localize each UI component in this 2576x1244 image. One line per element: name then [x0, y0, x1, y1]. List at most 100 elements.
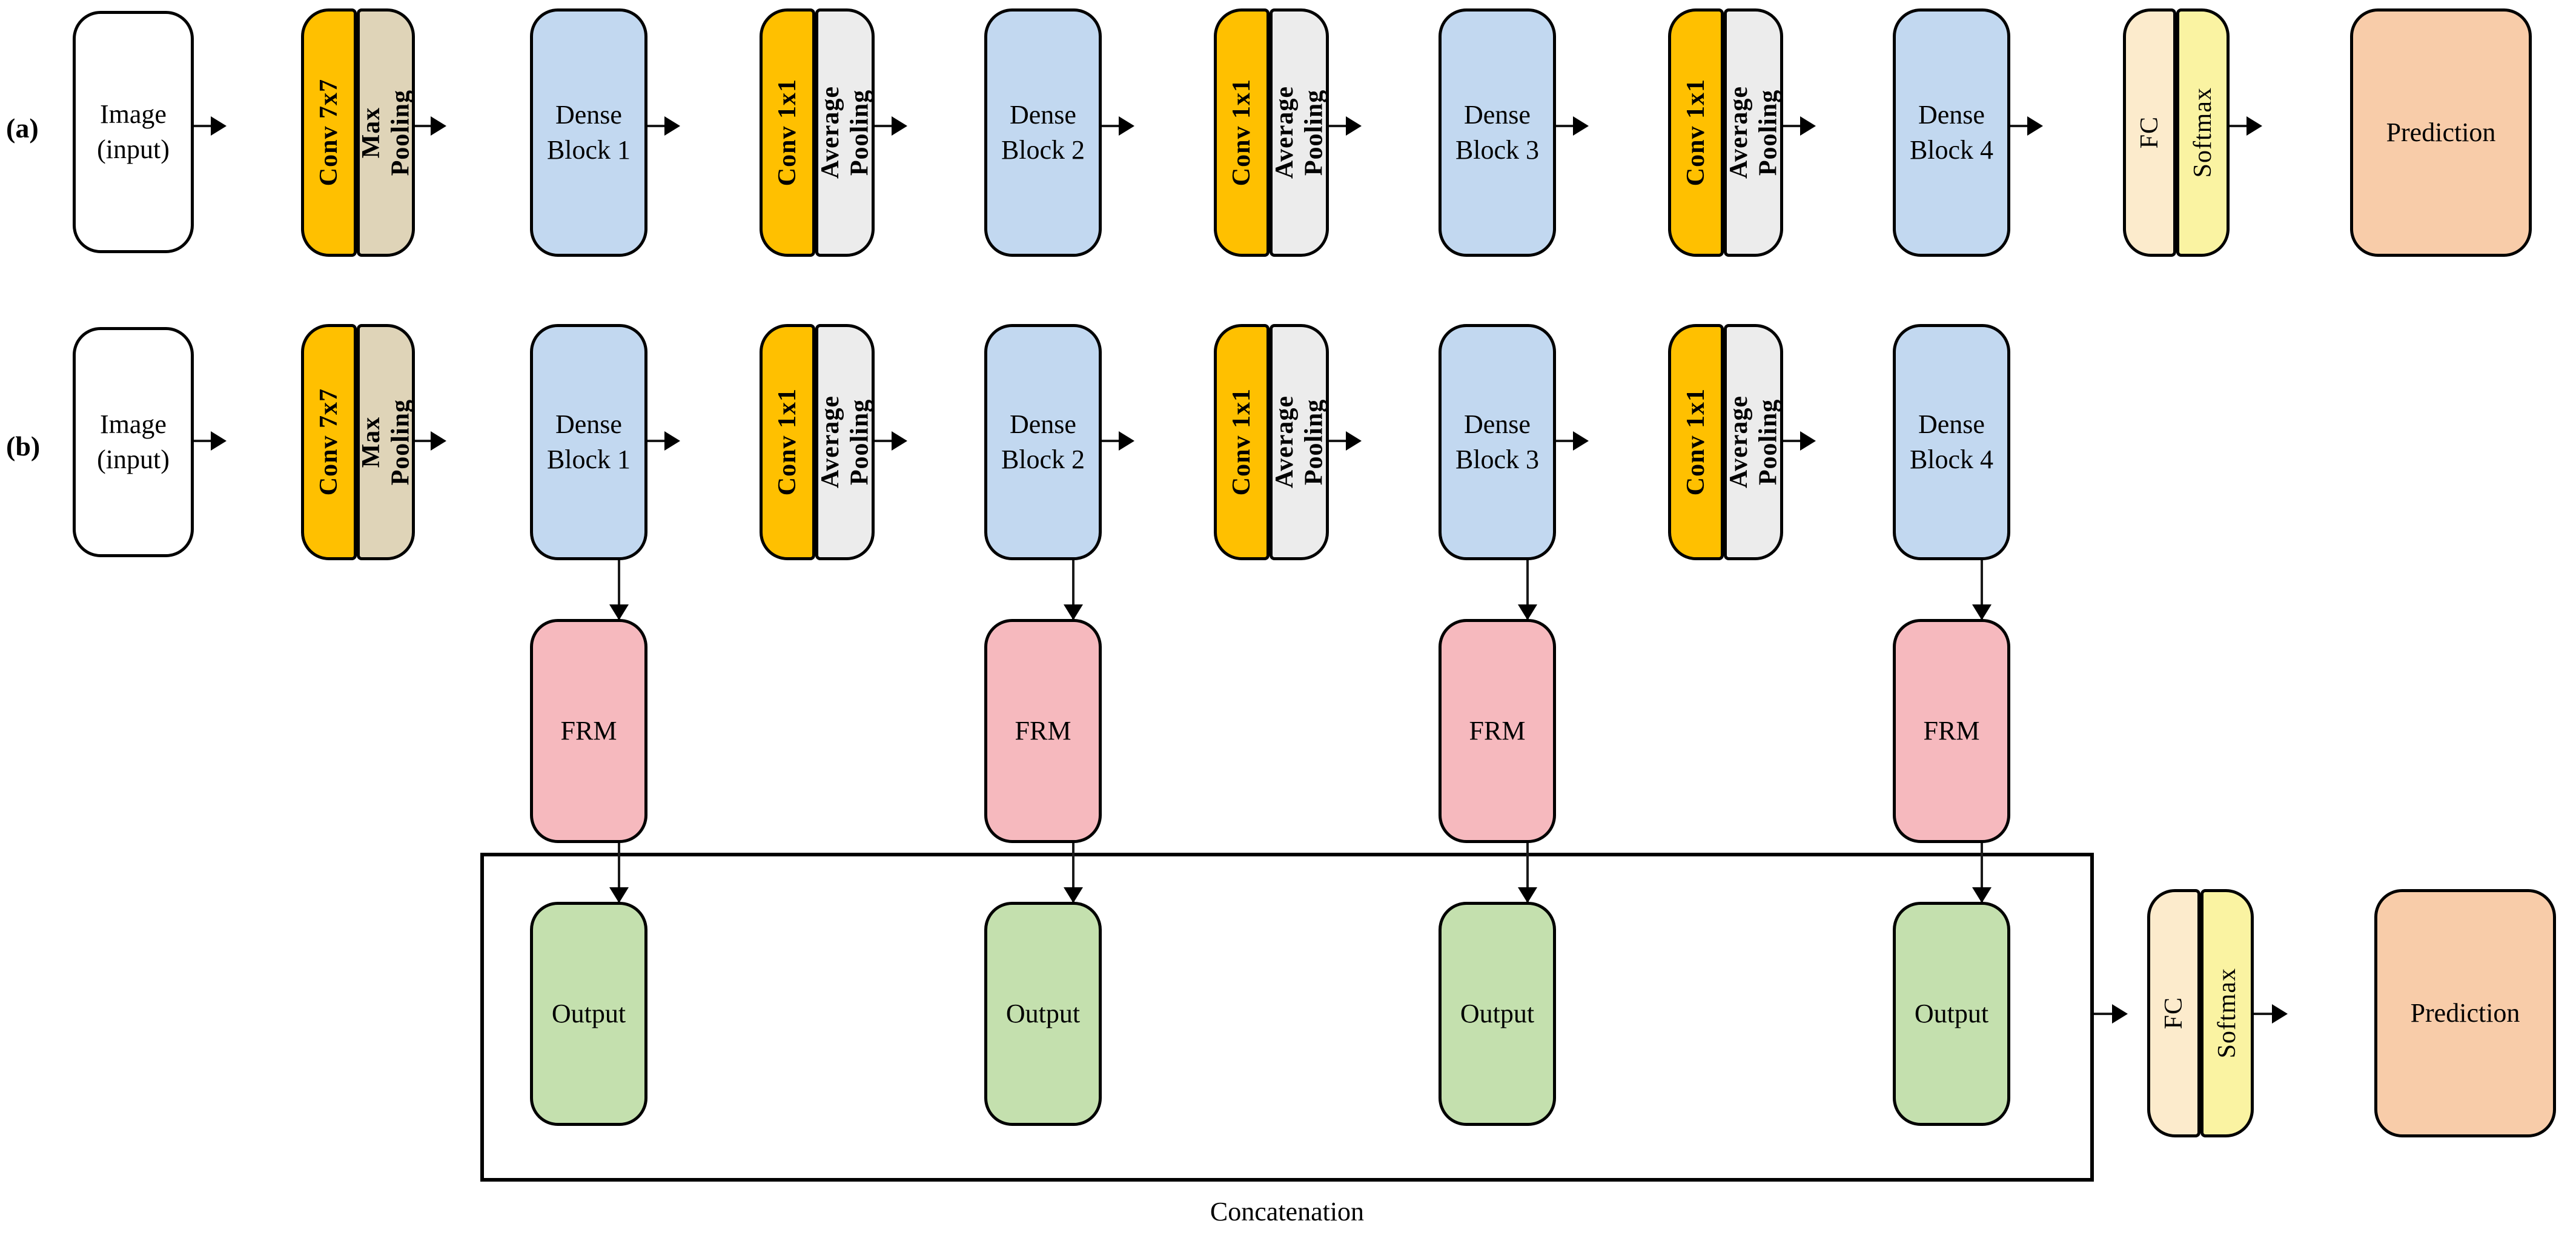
arrow-frm2-out2 [1064, 887, 1083, 903]
node-dense-block-3-b[interactable]: Dense Block 3 [1439, 324, 1556, 560]
connector-a-2 [415, 125, 442, 127]
arrow-a-3 [664, 116, 680, 136]
connector-a-4 [875, 125, 902, 127]
node-output-2[interactable]: Output [984, 902, 1102, 1126]
node-dense-block-1-a[interactable]: Dense Block 1 [530, 8, 647, 257]
arrow-db4-frm4 [1972, 604, 1992, 620]
node-dense-block-3-a[interactable]: Dense Block 3 [1439, 8, 1556, 257]
connector-db1-frm1 [618, 560, 620, 621]
arrow-a-9 [2027, 116, 2043, 136]
node-fc-b[interactable]: FC [2147, 889, 2200, 1137]
arrow-db1-frm1 [609, 604, 629, 620]
node-conv7x7-b[interactable]: Conv 7x7 [301, 324, 357, 560]
node-avg-pooling-3-a[interactable]: Average Pooling [1724, 8, 1783, 257]
arrow-b-7 [1573, 431, 1589, 451]
connector-b-pred [2254, 1013, 2283, 1015]
connector-b-8 [1783, 440, 1811, 442]
node-frm-2[interactable]: FRM [984, 619, 1102, 843]
node-softmax-b[interactable]: Softmax [2200, 889, 2254, 1137]
arrow-frm1-out1 [609, 887, 629, 903]
connector-frm4-out4 [1981, 843, 1983, 904]
connector-b-4 [875, 440, 902, 442]
concatenation-label: Concatenation [1210, 1197, 1365, 1226]
connector-a-7 [1556, 125, 1584, 127]
arrow-db2-frm2 [1064, 604, 1083, 620]
node-conv1x1-2-b[interactable]: Conv 1x1 [1214, 324, 1270, 560]
node-output-1[interactable]: Output [530, 902, 647, 1126]
connector-b-fc [2094, 1013, 2124, 1015]
node-frm-1[interactable]: FRM [530, 619, 647, 843]
node-dense-block-1-b[interactable]: Dense Block 1 [530, 324, 647, 560]
connector-frm2-out2 [1072, 843, 1074, 904]
node-output-4[interactable]: Output [1893, 902, 2010, 1126]
node-softmax-a[interactable]: Softmax [2176, 8, 2230, 257]
arrow-a-10 [2247, 116, 2262, 136]
node-conv1x1-2-a[interactable]: Conv 1x1 [1214, 8, 1270, 257]
arrow-b-5 [1119, 431, 1134, 451]
node-max-pooling-a[interactable]: Max Pooling [357, 8, 415, 257]
connector-b-6 [1329, 440, 1357, 442]
connector-b-2 [415, 440, 442, 442]
connector-a-3 [647, 125, 675, 127]
connector-a-1 [194, 125, 222, 127]
arrow-a-6 [1346, 116, 1362, 136]
node-dense-block-2-a[interactable]: Dense Block 2 [984, 8, 1102, 257]
panel-letter-a: (a) [6, 113, 39, 144]
connector-db2-frm2 [1072, 560, 1074, 621]
arrow-a-8 [1800, 116, 1816, 136]
connector-frm3-out3 [1526, 843, 1529, 904]
connector-db3-frm3 [1526, 560, 1529, 621]
arrow-b-2 [431, 431, 446, 451]
connector-a-9 [2010, 125, 2038, 127]
node-image-input-b[interactable]: Image (input) [73, 327, 194, 557]
connector-frm1-out1 [618, 843, 620, 904]
node-fc-a[interactable]: FC [2123, 8, 2176, 257]
arrow-b-8 [1800, 431, 1816, 451]
node-image-input-a[interactable]: Image (input) [73, 11, 194, 253]
arrow-a-1 [211, 116, 227, 136]
node-conv1x1-3-b[interactable]: Conv 1x1 [1668, 324, 1724, 560]
connector-b-5 [1102, 440, 1130, 442]
concatenation-box [480, 853, 2094, 1182]
connector-a-10 [2230, 125, 2257, 127]
node-avg-pooling-1-a[interactable]: Average Pooling [815, 8, 875, 257]
arrow-frm4-out4 [1972, 887, 1992, 903]
arrow-a-4 [892, 116, 907, 136]
arrow-b-pred [2272, 1004, 2288, 1024]
panel-letter-b: (b) [6, 431, 41, 462]
arrow-b-6 [1346, 431, 1362, 451]
node-conv1x1-1-a[interactable]: Conv 1x1 [760, 8, 815, 257]
arrow-b-1 [211, 431, 227, 451]
arrow-b-3 [664, 431, 680, 451]
node-prediction-a[interactable]: Prediction [2350, 8, 2532, 257]
connector-a-6 [1329, 125, 1357, 127]
node-conv1x1-3-a[interactable]: Conv 1x1 [1668, 8, 1724, 257]
arrow-b-fc [2112, 1004, 2128, 1024]
connector-a-8 [1783, 125, 1811, 127]
arrow-b-4 [892, 431, 907, 451]
connector-b-7 [1556, 440, 1584, 442]
arrow-db3-frm3 [1518, 604, 1537, 620]
connector-a-5 [1102, 125, 1130, 127]
node-avg-pooling-2-a[interactable]: Average Pooling [1270, 8, 1329, 257]
node-conv1x1-1-b[interactable]: Conv 1x1 [760, 324, 815, 560]
node-frm-4[interactable]: FRM [1893, 619, 2010, 843]
arrow-frm3-out3 [1518, 887, 1537, 903]
connector-b-1 [194, 440, 222, 442]
node-avg-pooling-2-b[interactable]: Average Pooling [1270, 324, 1329, 560]
node-avg-pooling-3-b[interactable]: Average Pooling [1724, 324, 1783, 560]
arrow-a-7 [1573, 116, 1589, 136]
node-dense-block-2-b[interactable]: Dense Block 2 [984, 324, 1102, 560]
node-conv7x7-a[interactable]: Conv 7x7 [301, 8, 357, 257]
node-dense-block-4-b[interactable]: Dense Block 4 [1893, 324, 2010, 560]
node-avg-pooling-1-b[interactable]: Average Pooling [815, 324, 875, 560]
node-prediction-b[interactable]: Prediction [2374, 889, 2556, 1137]
node-dense-block-4-a[interactable]: Dense Block 4 [1893, 8, 2010, 257]
connector-b-3 [647, 440, 675, 442]
node-frm-3[interactable]: FRM [1439, 619, 1556, 843]
arrow-a-5 [1119, 116, 1134, 136]
connector-db4-frm4 [1981, 560, 1983, 621]
node-output-3[interactable]: Output [1439, 902, 1556, 1126]
node-max-pooling-b[interactable]: Max Pooling [357, 324, 415, 560]
